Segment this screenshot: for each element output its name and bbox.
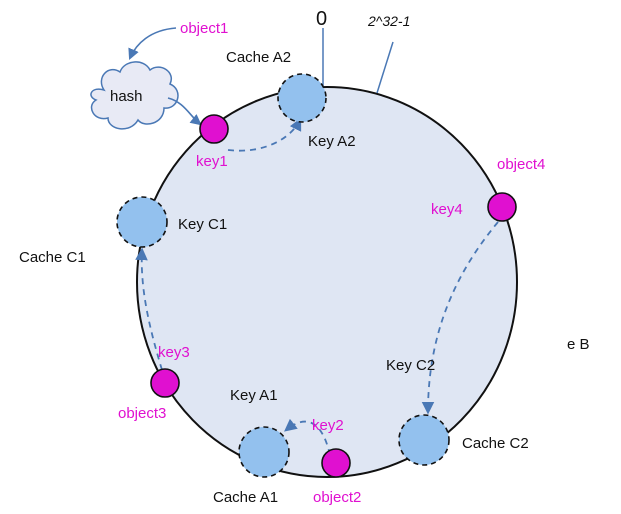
cache-a1-node — [238, 426, 290, 478]
object4-label: object4 — [497, 156, 545, 173]
key2-label: key2 — [312, 417, 344, 434]
hash-ring — [136, 86, 518, 478]
key3-label: key3 — [158, 344, 190, 361]
key2-node — [321, 448, 351, 478]
object2-label: object2 — [313, 489, 361, 506]
cache-a2-node — [277, 73, 327, 123]
max-pointer — [376, 41, 394, 94]
key3-node — [150, 368, 180, 398]
object1-to-hash-arrow — [128, 27, 177, 61]
key1-node — [199, 114, 229, 144]
object1-label: object1 — [180, 20, 228, 37]
object3-label: object3 — [118, 405, 166, 422]
key-c1-label: Key C1 — [178, 216, 227, 233]
cache-a2-label: Cache A2 — [226, 49, 291, 66]
key3-to-cacheC1-arrow — [135, 247, 163, 371]
cache-c1-label: Cache C1 — [19, 249, 86, 266]
key4-node — [487, 192, 517, 222]
cache-c2-node — [398, 414, 450, 466]
cache-c1-node — [116, 196, 168, 248]
key1-to-cacheA2-arrow — [227, 117, 302, 152]
key4-to-cacheC2-arrow — [421, 221, 499, 415]
key-a2-label: Key A2 — [308, 133, 356, 150]
hash-cloud-icon — [90, 61, 179, 130]
cache-c2-label: Cache C2 — [462, 435, 529, 452]
cache-b-partial-label: e B — [567, 336, 590, 353]
max-label: 2^32-1 — [367, 13, 410, 29]
cache-a1-label: Cache A1 — [213, 489, 278, 506]
key1-label: key1 — [196, 153, 228, 170]
key-c2-label: Key C2 — [386, 357, 435, 374]
hash-label: hash — [110, 88, 143, 105]
zero-label: 0 — [316, 8, 327, 30]
key2-to-cacheA1-arrow — [284, 418, 331, 456]
key4-label: key4 — [431, 201, 463, 218]
key-a1-label: Key A1 — [230, 387, 278, 404]
hash-to-key1-arrow — [167, 97, 202, 126]
